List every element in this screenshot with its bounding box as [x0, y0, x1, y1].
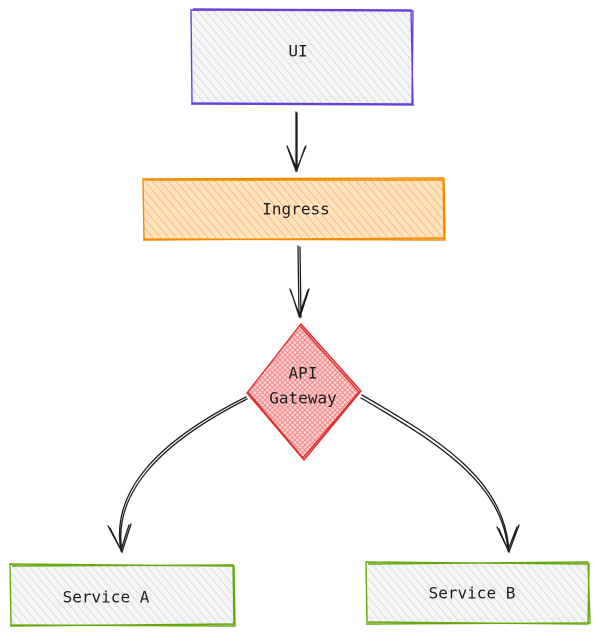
arrow-gateway-to-service-a-head	[107, 523, 132, 554]
ingress-node: Ingress	[142, 177, 446, 241]
service-b-node-border	[365, 561, 591, 625]
service-a-node: Service A	[9, 563, 236, 627]
arrow-ingress-to-gateway	[289, 245, 310, 320]
arrow-ui-to-ingress	[286, 111, 307, 173]
ingress-node-label: Ingress	[262, 200, 329, 219]
ui-node-label: UI	[288, 42, 307, 61]
arrow-gateway-to-service-b	[360, 394, 520, 554]
arrow-ui-to-ingress-shaft	[295, 111, 298, 172]
service-b-node: Service B	[365, 561, 591, 625]
service-b-node-label: Service B	[429, 584, 516, 603]
ingress-node-hatch	[144, 179, 444, 239]
api-gateway-node: API Gateway	[246, 322, 362, 462]
arrow-ingress-to-gateway-shaft	[297, 245, 302, 318]
api-gateway-border	[246, 322, 362, 462]
service-a-node-hatch	[11, 565, 234, 625]
service-a-node-border	[9, 563, 236, 627]
arrow-gateway-to-service-b-head	[496, 524, 520, 554]
api-gateway-label-line2: Gateway	[269, 389, 337, 408]
api-gateway-label-line1: API	[289, 364, 318, 383]
service-a-node-label: Service A	[63, 588, 150, 607]
ui-node-hatch	[192, 10, 412, 104]
ingress-node-border	[142, 177, 446, 241]
arrow-gateway-to-service-a-shaft	[118, 396, 248, 553]
ui-node-border	[190, 8, 414, 106]
arrow-ui-to-ingress-head	[286, 145, 307, 173]
ui-node: UI	[190, 8, 414, 106]
arrow-gateway-to-service-b-shaft	[360, 394, 510, 553]
arrow-gateway-to-service-a	[107, 396, 248, 554]
arrow-ingress-to-gateway-head	[289, 288, 310, 320]
service-b-node-hatch	[367, 563, 589, 623]
